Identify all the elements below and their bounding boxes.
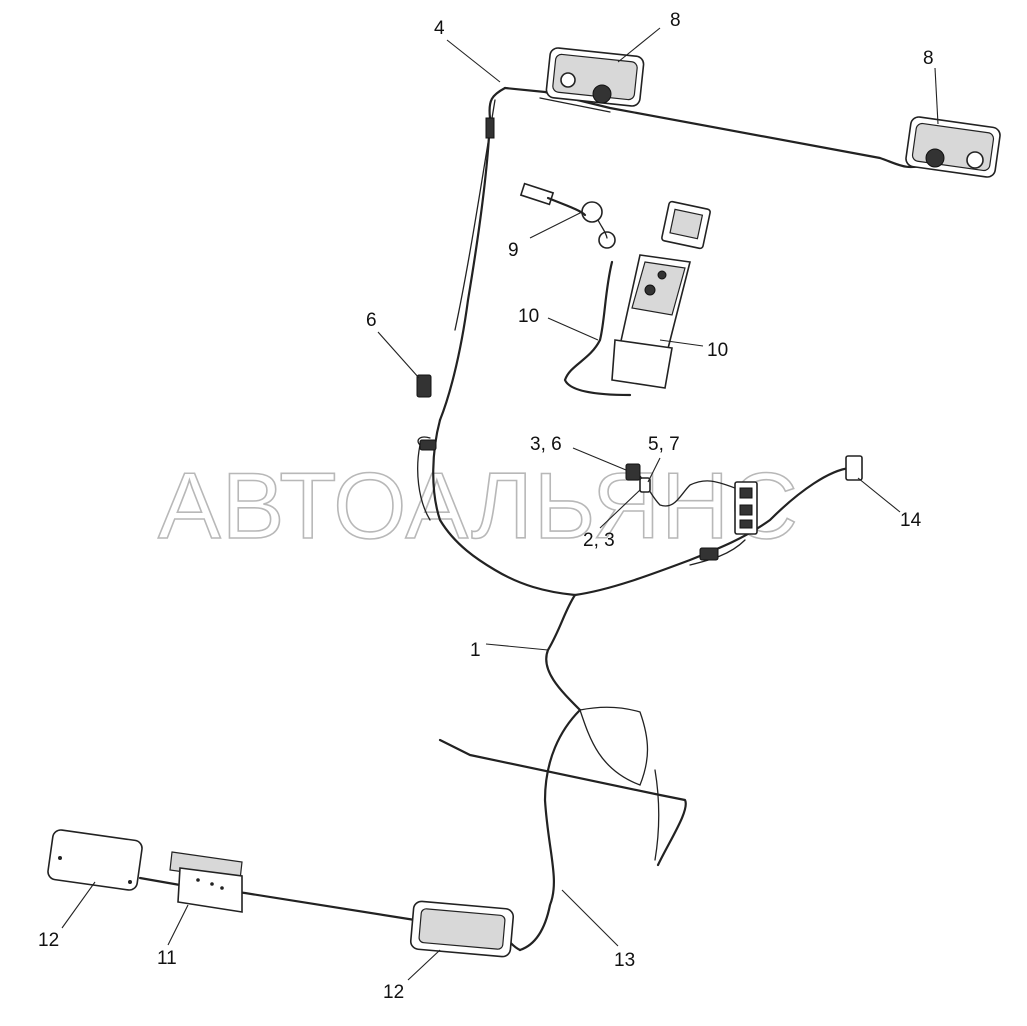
callout-11: 11 [157, 948, 177, 969]
callout-12-bottom: 12 [383, 982, 404, 1003]
callout-12-left: 12 [38, 930, 59, 951]
callout-5-7: 5, 7 [648, 434, 680, 455]
callout-9: 9 [508, 240, 519, 261]
callout-1: 1 [470, 640, 481, 661]
connector-14 [845, 455, 863, 481]
callout-14: 14 [900, 510, 922, 531]
callout-8-right: 8 [923, 48, 934, 69]
connector-loop-left [419, 439, 437, 451]
rear-lamp-left-8 [545, 47, 645, 107]
work-lamp-left-12 [47, 829, 143, 891]
callout-6: 6 [366, 310, 377, 331]
callout-8-left: 8 [670, 10, 681, 31]
connectors-center [625, 463, 651, 493]
connector-4 [485, 117, 495, 139]
callout-10-left: 10 [518, 306, 539, 327]
relay-block [699, 481, 758, 561]
callout-13: 13 [614, 950, 635, 971]
leader-lines [61, 27, 939, 981]
work-lamp-right-12 [409, 900, 515, 958]
sensor-9 [519, 182, 616, 249]
control-block-11 [169, 851, 243, 913]
callout-3-6: 3, 6 [530, 434, 562, 455]
callout-4: 4 [434, 18, 445, 39]
callout-labels: 1 2, 3 3, 6 4 5, 7 6 8 8 9 10 10 11 12 1… [38, 10, 934, 1003]
control-terminal-10 [611, 200, 711, 389]
watermark: АВТОАЛЬЯНС [158, 453, 799, 558]
callout-10-right: 10 [707, 340, 728, 361]
rear-lamp-right-8 [905, 116, 1001, 178]
callout-2-3: 2, 3 [583, 530, 615, 551]
connector-6 [416, 374, 432, 398]
